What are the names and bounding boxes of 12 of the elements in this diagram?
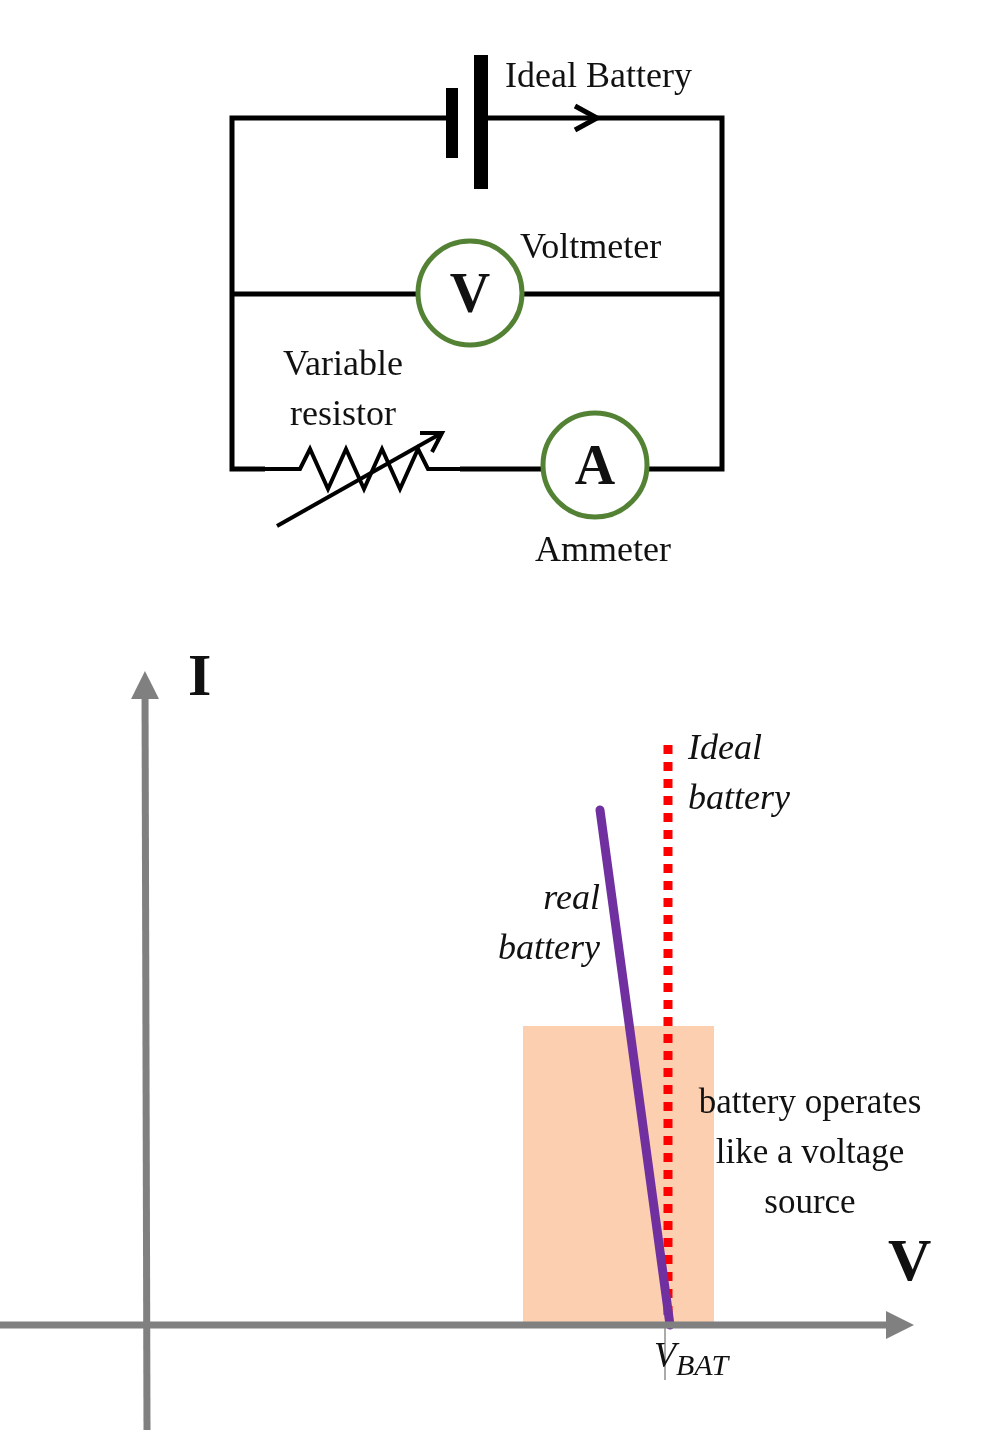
tick-label: V$_{BAT}$ bbox=[654, 1334, 729, 1384]
component-label: Ideal Battery bbox=[505, 54, 692, 97]
component-label: Ammeter bbox=[535, 528, 671, 571]
axis-label: V bbox=[888, 1226, 932, 1295]
component-label: Voltmeter bbox=[520, 225, 662, 268]
curve-label: real battery bbox=[497, 876, 600, 969]
curve-label: Ideal battery bbox=[688, 726, 791, 819]
meter-letter: V bbox=[449, 265, 491, 321]
component-label: Variable resistor bbox=[282, 342, 404, 435]
meter-letter: A bbox=[574, 437, 616, 493]
axis-label: I bbox=[188, 641, 212, 710]
region-note: battery operates like a voltage source bbox=[697, 1081, 923, 1223]
